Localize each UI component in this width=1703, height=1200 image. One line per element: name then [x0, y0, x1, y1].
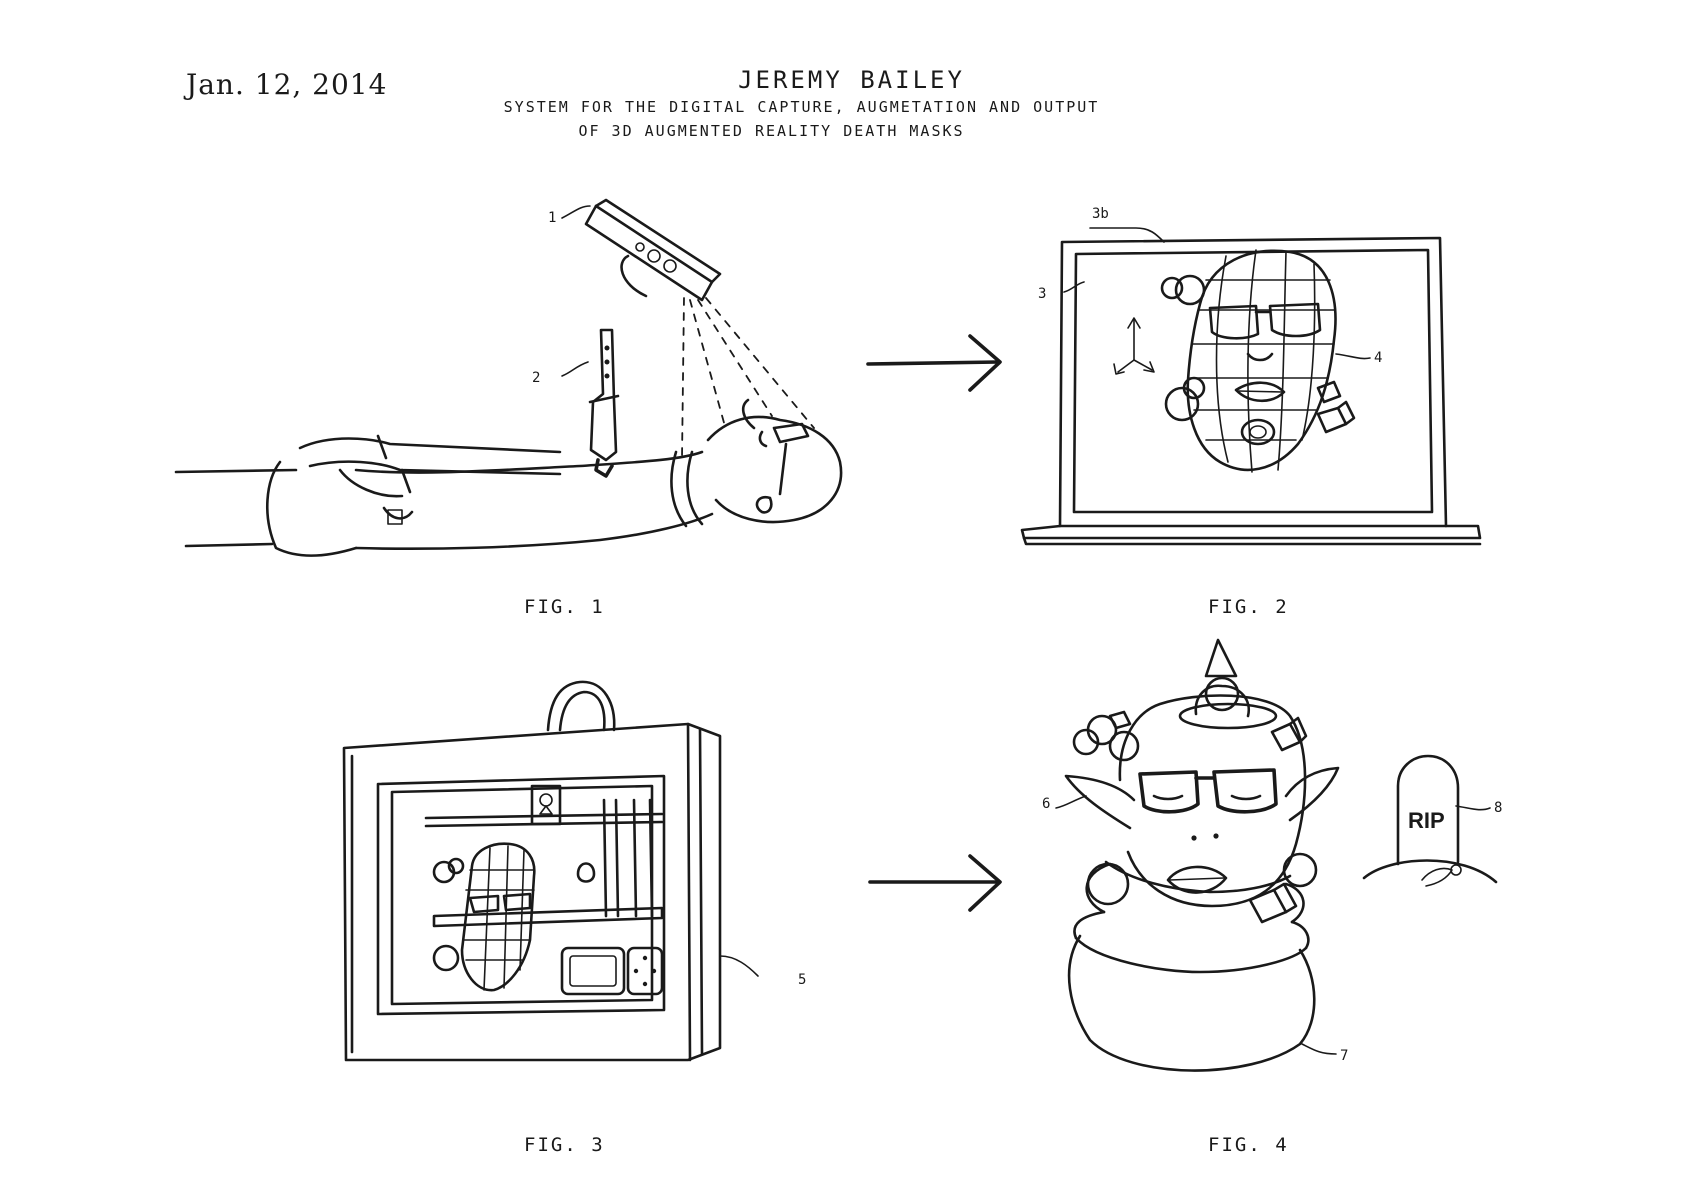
- ref-5: 5: [798, 972, 806, 988]
- fig-3-caption: FIG. 3: [524, 1134, 605, 1156]
- fig1-drawing: [176, 200, 841, 556]
- scan-beam: [690, 300, 726, 430]
- axis-gizmo-icon: [1114, 318, 1154, 374]
- ref-3b: 3b: [1092, 206, 1109, 222]
- scan-beam: [698, 300, 772, 416]
- 3d-printer: [344, 682, 720, 1060]
- ref-8: 8: [1494, 800, 1502, 816]
- ref-1: 1: [548, 210, 556, 226]
- reclining-figure: [176, 400, 841, 556]
- knife: [590, 330, 618, 476]
- fig4-drawing: [1056, 640, 1496, 1071]
- ref-3: 3: [1038, 286, 1046, 302]
- depth-sensor: [586, 200, 720, 300]
- ref-4: 4: [1374, 350, 1382, 366]
- ref-7: 7: [1340, 1048, 1348, 1064]
- arrow-fig1-to-fig2: [868, 336, 1000, 390]
- fig-2-caption: FIG. 2: [1208, 596, 1289, 618]
- face-mesh-model: [1162, 250, 1354, 472]
- fig-4-caption: FIG. 4: [1208, 1134, 1289, 1156]
- laptop: [1022, 228, 1480, 544]
- fig-1-caption: FIG. 1: [524, 596, 605, 618]
- tombstone-text: RIP: [1408, 808, 1445, 834]
- fig3-drawing: [344, 682, 758, 1060]
- scan-beam: [706, 298, 814, 428]
- arrow-fig3-to-fig4: [870, 856, 1000, 910]
- fig2-drawing: [1022, 228, 1480, 544]
- ref-2: 2: [532, 370, 540, 386]
- scan-beam: [682, 298, 684, 458]
- printed-bust: [1066, 640, 1338, 1071]
- ref-6: 6: [1042, 796, 1050, 812]
